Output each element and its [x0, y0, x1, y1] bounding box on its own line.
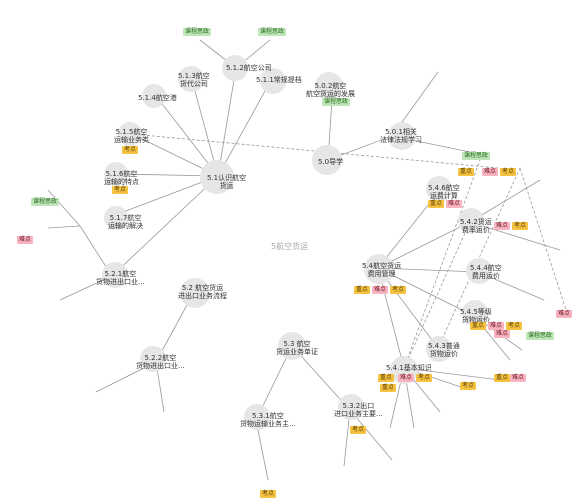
tag-demo: 课程思政 [322, 98, 351, 106]
node-5-0-2[interactable]: 5.0.2航空航空货运的发展 [306, 82, 355, 98]
node-5-1-7[interactable]: 5.1.7航空运输的解决 [108, 214, 143, 230]
node-5-4-6[interactable]: 5.4.6航空运费计算 [428, 184, 460, 200]
node-circle [142, 84, 166, 108]
tag-exam: 考点 [350, 426, 367, 434]
node-5-1[interactable]: 5.1认识航空货运 [207, 174, 247, 190]
edge [377, 267, 479, 273]
tag-hard: 难点 [556, 310, 573, 318]
edge [377, 267, 439, 349]
tag-exam: 考点 [512, 222, 529, 230]
tag-hard: 难点 [398, 374, 415, 382]
node-5-4-1[interactable]: 5.4.1基本知识 [386, 364, 432, 372]
edge [519, 167, 567, 311]
edge [403, 367, 501, 381]
tag-exam: 考点 [500, 168, 517, 176]
tag-hard: 难点 [510, 374, 527, 382]
edge [47, 225, 81, 229]
node-5-2[interactable]: 5.2 航空货运进出口业务流程 [178, 284, 227, 300]
node-circle [315, 72, 343, 100]
tag-exam: 考点 [260, 490, 277, 498]
tag-key: 重点 [378, 374, 395, 382]
tag-demo: 课程思政 [183, 28, 212, 36]
node-5-1-6[interactable]: 5.1.6航空运输的特点 [104, 170, 139, 186]
node-circle [104, 162, 128, 186]
node-5-3-1[interactable]: 5.3.1航空货物运输业务主... [240, 412, 296, 428]
node-circle [466, 258, 492, 284]
node-circle [458, 208, 484, 234]
tag-key: 重点 [494, 374, 511, 382]
tag-demo: 课程思政 [258, 28, 287, 36]
tag-key: 重点 [354, 286, 371, 294]
edge [217, 81, 271, 177]
node-circle [312, 145, 342, 175]
node-circle [426, 176, 452, 202]
node-circle [180, 278, 210, 308]
edge [377, 267, 475, 317]
tag-hard: 难点 [494, 330, 511, 338]
node-5-1-1[interactable]: 5.1.1常规提档 [256, 76, 302, 84]
node-circle [462, 300, 488, 326]
node-circle [200, 160, 234, 194]
tag-key: 重点 [428, 200, 445, 208]
tag-key: 重点 [470, 322, 487, 330]
tag-exam: 考点 [460, 382, 477, 390]
edge [377, 267, 405, 369]
edge [403, 159, 481, 369]
edge [47, 189, 81, 227]
node-5-1-3[interactable]: 5.1.3航空货代公司 [178, 72, 210, 88]
tag-exam: 考点 [416, 374, 433, 382]
node-5-1-5[interactable]: 5.1.5航空运输业务类 [114, 128, 149, 144]
tag-hard: 难点 [446, 200, 463, 208]
node-5-0-1[interactable]: 5.0.1相关法律法规学习 [380, 128, 422, 144]
tag-hard: 难点 [494, 222, 511, 230]
edge [437, 167, 521, 349]
tag-exam: 考点 [112, 186, 129, 194]
node-circle [178, 66, 204, 92]
node-circle [222, 55, 248, 81]
node-5-2-1[interactable]: 5.2.1航空货物进出口业... [96, 270, 145, 286]
root-label: 5航空货运 [271, 242, 309, 251]
tag-demo: 课程思政 [462, 152, 491, 160]
tag-hard: 难点 [482, 168, 499, 176]
edge [255, 419, 269, 481]
tag-key: 重点 [380, 384, 397, 392]
node-circle [278, 332, 306, 360]
edge [131, 133, 499, 169]
node-5-4-4[interactable]: 5.4.4航空费用运价 [470, 264, 502, 280]
tag-exam: 考点 [506, 322, 523, 330]
edge [403, 221, 471, 369]
node-circle [388, 122, 416, 150]
tag-demo: 课程思政 [31, 198, 60, 206]
node-5-1-4[interactable]: 5.1.4航空港 [138, 94, 177, 102]
node-circle [338, 394, 364, 420]
tag-hard: 难点 [17, 236, 34, 244]
node-5-3[interactable]: 5.3 航空货运业务单证 [276, 340, 318, 356]
node-5-4-2[interactable]: 5.4.2货运费率运价 [460, 218, 492, 234]
tag-exam: 考点 [390, 286, 407, 294]
node-circle [140, 346, 166, 372]
edge [217, 67, 237, 177]
node-5-2-2[interactable]: 5.2.2航空货物进出口业... [136, 354, 185, 370]
tag-hard: 难点 [372, 286, 389, 294]
tag-demo: 课程思政 [526, 332, 555, 340]
node-circle [364, 254, 394, 284]
tag-key: 重点 [458, 168, 475, 176]
node-circle [260, 68, 286, 94]
node-circle [244, 404, 270, 430]
node-5-4[interactable]: 5.4航空货运费用管理 [362, 262, 402, 278]
edge [111, 175, 219, 277]
node-circle [104, 206, 128, 230]
tag-hard: 难点 [488, 322, 505, 330]
node-5-1-2[interactable]: 5.1.2航空公司 [226, 64, 272, 72]
node-5-3-2[interactable]: 5.3.2出口进口业务主要... [334, 402, 383, 418]
node-5-0[interactable]: 5.0导学 [318, 158, 344, 166]
node-5-4-5[interactable]: 5.4.5等级货物运价 [460, 308, 492, 324]
node-circle [102, 262, 128, 288]
node-5-4-3[interactable]: 5.4.3普通货物运价 [428, 342, 460, 358]
tag-exam: 考点 [122, 146, 139, 154]
node-circle [426, 336, 452, 362]
node-circle [118, 122, 142, 146]
